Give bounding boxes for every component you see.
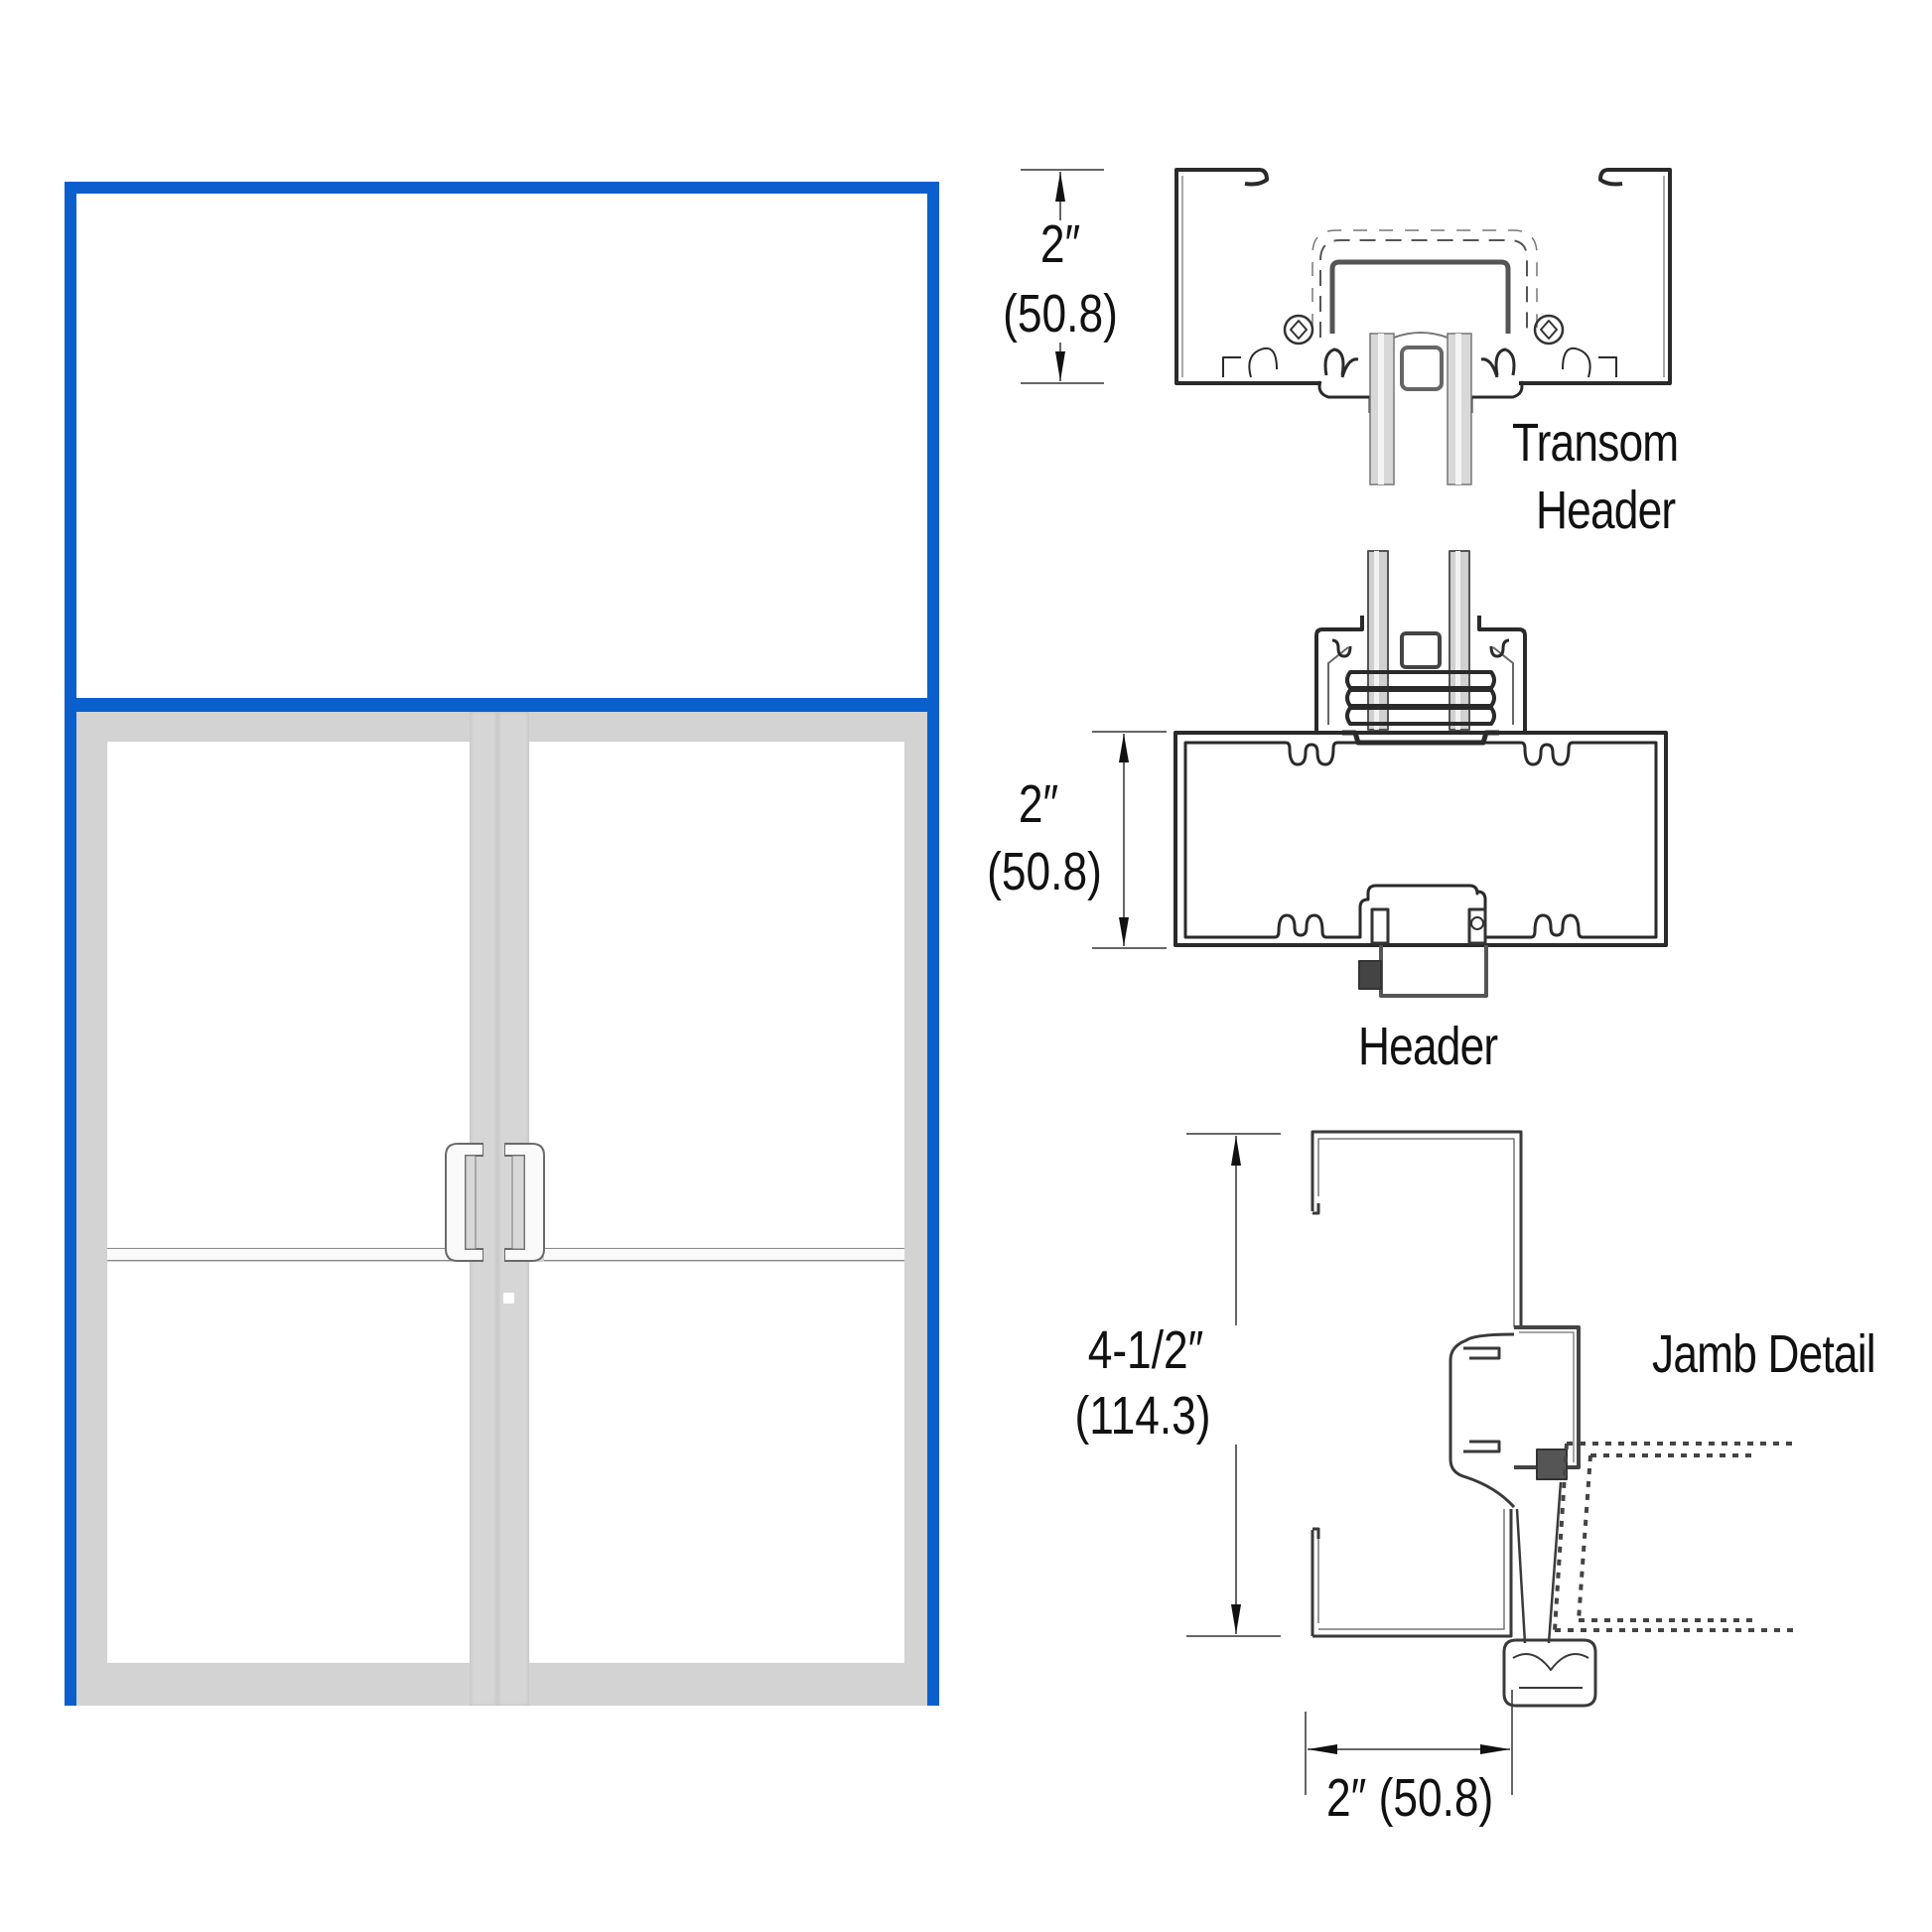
jamb-dim-vertical-mm: (114.3) — [1074, 1386, 1211, 1446]
jamb-dim-vertical-inches: 4-1/2″ — [1087, 1320, 1204, 1380]
transom-header-label-line1: Transom — [1512, 413, 1679, 473]
header-dim-inches: 2″ — [1018, 774, 1059, 834]
transom-header-label-line2: Header — [1536, 481, 1676, 540]
left-door-lower-glass — [107, 1262, 470, 1663]
transom-header-section — [1174, 168, 1672, 413]
header-label: Header — [1358, 1017, 1498, 1076]
jamb-dimension-horizontal — [1305, 1690, 1513, 1795]
transom-dim-inches: 2″ — [1039, 214, 1081, 274]
frame-right-jamb — [927, 182, 939, 1706]
right-door-upper-glass — [529, 742, 904, 1248]
right-door-lower-glass — [529, 1262, 904, 1663]
jamb-dim-horizontal: 2″ (50.8) — [1326, 1768, 1494, 1828]
right-pull-handle[interactable] — [504, 1142, 546, 1263]
frame-left-jamb — [65, 182, 76, 1706]
header-section — [1173, 550, 1668, 998]
transom-glass — [76, 194, 927, 698]
left-pull-handle[interactable] — [444, 1142, 483, 1263]
right-push-bar[interactable] — [544, 1248, 904, 1261]
transom-glass-mullion — [1369, 332, 1472, 485]
jamb-dimension-vertical — [1186, 1133, 1281, 1637]
frame-top-bar — [65, 182, 939, 194]
lock-cylinder-icon[interactable] — [503, 1293, 514, 1304]
transom-bar — [65, 698, 939, 712]
left-push-bar[interactable] — [107, 1248, 452, 1261]
header-dim-mm: (50.8) — [987, 842, 1102, 901]
door-elevation — [0, 0, 953, 1932]
transom-dim-mm: (50.8) — [1003, 284, 1118, 344]
header-dimension — [1092, 731, 1167, 949]
transom-dimension — [1021, 169, 1104, 384]
jamb-detail-label: Jamb Detail — [1652, 1324, 1876, 1384]
left-door-upper-glass — [107, 742, 470, 1248]
jamb-section — [1311, 1130, 1797, 1708]
